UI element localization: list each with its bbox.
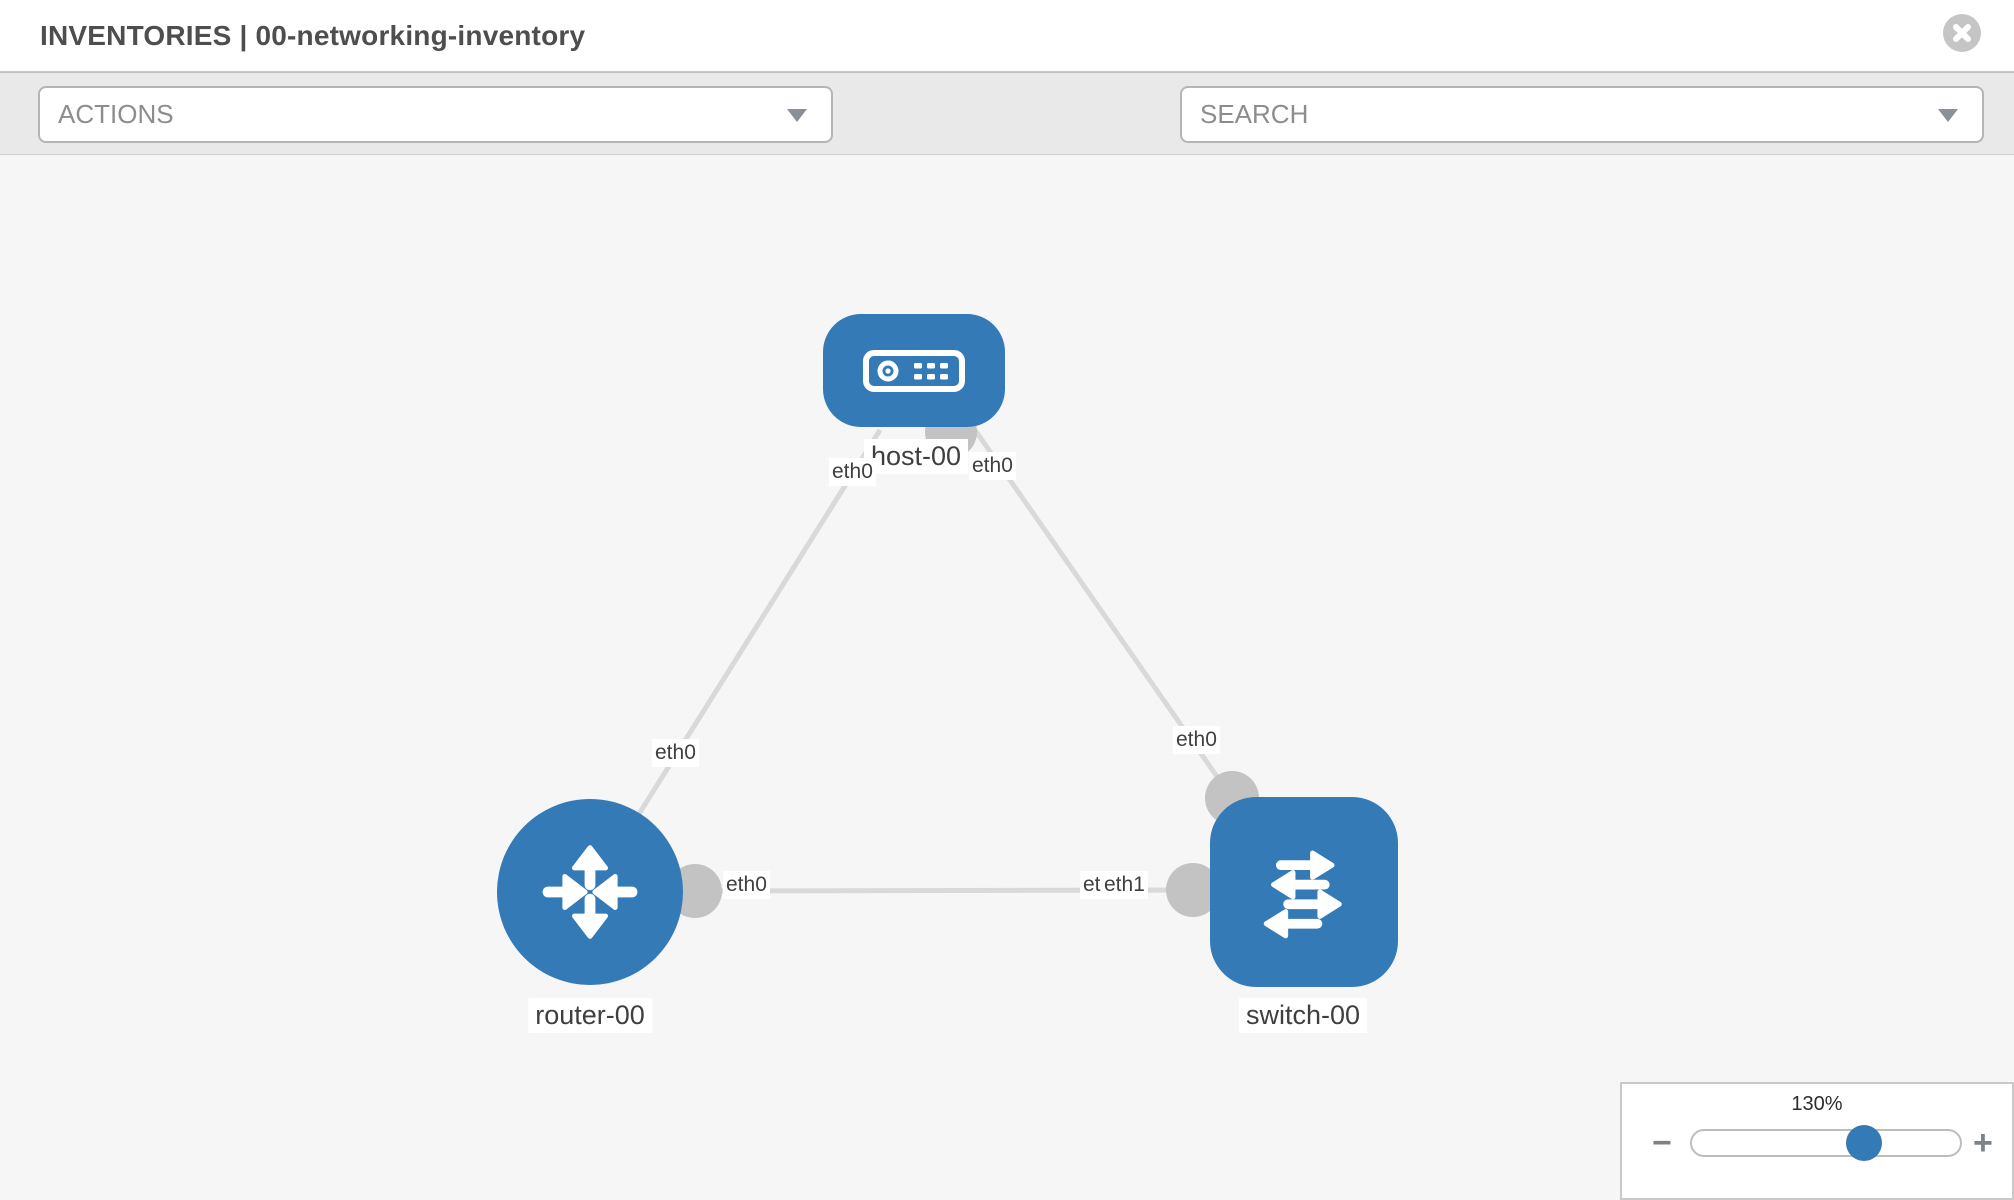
node-label-host: host-00 bbox=[863, 439, 969, 474]
close-icon bbox=[1953, 24, 1971, 42]
host-icon bbox=[863, 349, 965, 392]
page-title: INVENTORIES | 00-networking-inventory bbox=[40, 19, 586, 51]
toolbar: ACTIONS SEARCH bbox=[0, 72, 2014, 202]
node-label-router: router-00 bbox=[528, 998, 652, 1033]
node-router-00[interactable] bbox=[497, 799, 683, 985]
node-switch-00[interactable] bbox=[1210, 797, 1398, 987]
actions-dropdown-label: ACTIONS bbox=[58, 99, 174, 129]
switch-icon bbox=[1263, 850, 1342, 939]
actions-dropdown[interactable]: ACTIONS bbox=[38, 86, 833, 143]
zoom-slider[interactable] bbox=[1690, 1125, 1962, 1161]
search-dropdown-label: SEARCH bbox=[1200, 99, 1309, 129]
zoom-in-button[interactable]: + bbox=[1973, 1124, 1993, 1162]
node-host-00[interactable] bbox=[823, 314, 1005, 427]
chevron-down-icon bbox=[1938, 108, 1958, 122]
router-icon bbox=[542, 845, 638, 939]
interface-label-switch-left: eth1 bbox=[1101, 871, 1148, 900]
node-label-switch: switch-00 bbox=[1238, 998, 1368, 1033]
interface-label-router-right: eth0 bbox=[723, 871, 770, 900]
port-switch-midleft bbox=[1166, 863, 1220, 917]
interface-label-host-right: eth0 bbox=[969, 452, 1016, 481]
close-button[interactable] bbox=[1943, 14, 1981, 52]
page-header: INVENTORIES | 00-networking-inventory bbox=[0, 0, 2014, 72]
zoom-level-label: 130% bbox=[1791, 1093, 1843, 1115]
interface-label-host-left: eth0 bbox=[829, 458, 876, 487]
search-dropdown[interactable]: SEARCH bbox=[1180, 86, 1984, 143]
zoom-slider-thumb[interactable] bbox=[1845, 1125, 1882, 1161]
zoom-panel: 130% − + bbox=[1620, 1082, 2014, 1200]
topology-canvas[interactable]: host-00 router-00 switch-00 eth0 eth0 et… bbox=[0, 155, 2014, 1200]
topology-links-layer bbox=[587, 406, 1259, 918]
zoom-out-button[interactable]: − bbox=[1652, 1124, 1672, 1162]
interface-label-router-uplink: eth0 bbox=[652, 739, 699, 768]
interface-label-switch-uplink: eth0 bbox=[1173, 726, 1220, 755]
chevron-down-icon bbox=[787, 108, 807, 122]
